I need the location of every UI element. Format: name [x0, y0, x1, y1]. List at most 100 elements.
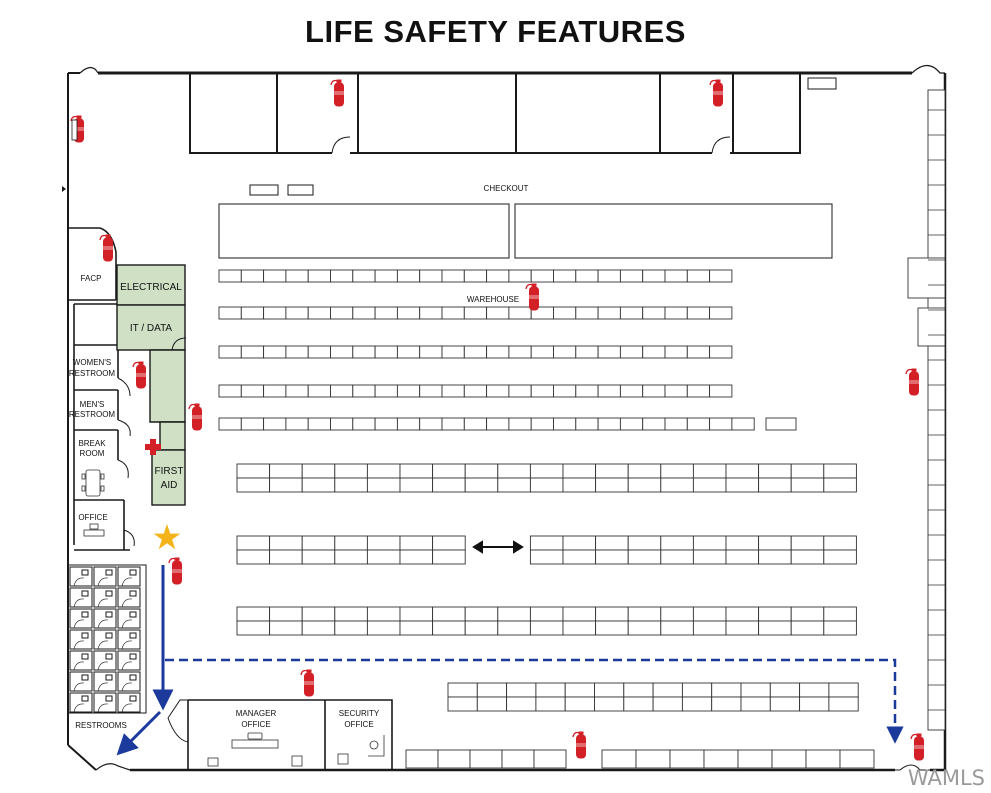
rack-bay [366, 620, 401, 636]
rack-bay [664, 345, 688, 359]
rack-bay [692, 549, 727, 565]
rack-bay [419, 269, 443, 283]
rack-bay [330, 417, 354, 431]
rack-bay [619, 417, 644, 431]
fire-extinguisher-icon [709, 78, 724, 108]
rack-bay [642, 417, 666, 431]
rack-bay [263, 345, 287, 359]
rack-bay [686, 306, 711, 320]
toilet [81, 611, 89, 618]
rack-bay [396, 306, 421, 320]
rack-bay [597, 417, 621, 431]
stall [93, 629, 117, 650]
rack-bay [464, 463, 499, 479]
stall [117, 566, 141, 587]
rack-bay [508, 345, 532, 359]
rack-bay [269, 463, 303, 479]
rack-bay [352, 269, 376, 283]
restroom-stalls [67, 564, 147, 714]
rack-bay [709, 417, 733, 431]
rack-bay [839, 749, 875, 769]
womens-label-1: WOMEN'S [73, 358, 111, 367]
rack-bay [529, 477, 564, 493]
rack-bay [334, 477, 368, 493]
stall [117, 587, 141, 608]
rack-bay [828, 682, 859, 698]
rack-bay [285, 306, 309, 320]
rack-bay [269, 549, 303, 565]
rack-bay [594, 696, 625, 712]
exit-route-arrow-icon [116, 565, 174, 756]
rack-bay [506, 696, 537, 712]
fire-extinguisher-icon [905, 367, 920, 397]
rack-bay [595, 606, 629, 622]
rack-bay [681, 696, 713, 712]
first-aid-room [151, 449, 186, 506]
rack-bay [334, 463, 368, 479]
rack-bay [432, 606, 466, 622]
rack-bay [464, 620, 499, 636]
rack-bay [692, 620, 727, 636]
rack-bay [642, 269, 666, 283]
break-label-1: BREAK [78, 439, 106, 448]
stall-block [67, 564, 147, 714]
rack-bay [269, 620, 303, 636]
it-data-room [116, 304, 186, 351]
rack-bay [285, 417, 309, 431]
rack-bay [330, 269, 354, 283]
rack-bay [419, 306, 443, 320]
toilet [105, 653, 113, 660]
toilet [105, 569, 113, 576]
rack-bay [432, 549, 466, 565]
rack-bay [441, 306, 465, 320]
rack-bay [236, 535, 271, 551]
rack-bay [823, 620, 857, 636]
rack-bay [352, 417, 376, 431]
bottom-offices [167, 699, 393, 770]
it-data-label: IT / DATA [130, 323, 173, 334]
fire-extinguisher-icon [572, 730, 587, 760]
rack-bay [463, 384, 488, 398]
rack-bay [594, 682, 625, 698]
rack-bay [823, 606, 857, 622]
rack-bay [301, 463, 336, 479]
rack-bay [399, 620, 434, 636]
electrical-label: ELECTRICAL [120, 282, 182, 293]
toilet [81, 674, 89, 681]
rack-bay [307, 306, 331, 320]
first-aid-label-1: FIRST [155, 466, 184, 477]
stall [69, 608, 93, 629]
rack-bay [419, 417, 443, 431]
rack-bay [352, 384, 376, 398]
rack-bay [486, 269, 510, 283]
two-way-arrow-icon [472, 540, 524, 554]
rack-bay [396, 269, 421, 283]
rack-bay [334, 549, 368, 565]
fire-extinguisher-icon [525, 282, 540, 312]
rack-bay [236, 549, 271, 565]
rack-bay [269, 606, 303, 622]
rack-bay [419, 384, 443, 398]
toilet [105, 695, 113, 702]
stall [69, 566, 93, 587]
toilet [81, 653, 89, 660]
toilet [81, 695, 89, 702]
security-label-1: SECURITY [339, 709, 380, 718]
rack-bay [218, 306, 242, 320]
rack-bay [447, 682, 478, 698]
rack-bay [366, 549, 401, 565]
stall [69, 692, 93, 713]
rack-bay [692, 606, 727, 622]
green-corridor [149, 349, 186, 423]
rack-bay [263, 384, 287, 398]
rack-bay [432, 535, 466, 551]
rack-bay [464, 606, 499, 622]
rack-bay [396, 417, 421, 431]
rack-bay [711, 696, 742, 712]
rack-bay [307, 269, 331, 283]
rack-bay [823, 549, 857, 565]
warehouse-label: WAREHOUSE [467, 295, 519, 304]
rack-bay [374, 269, 398, 283]
rack-bay [597, 306, 621, 320]
rack-bay [623, 682, 654, 698]
